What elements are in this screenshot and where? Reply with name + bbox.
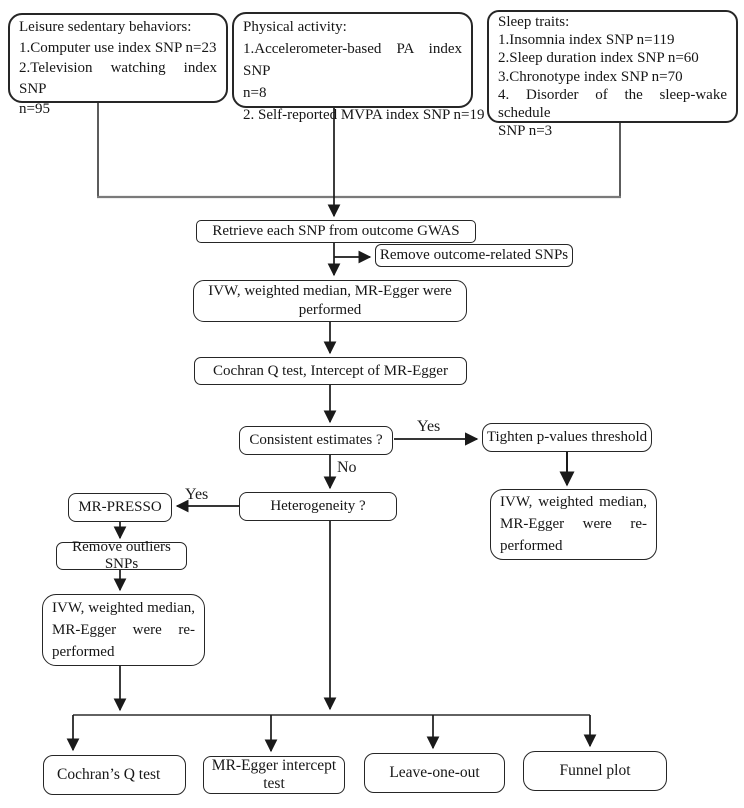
physical-line: Physical activity: (243, 19, 347, 35)
node-ivw-reperformed-right: IVW, weighted median, MR-Egger were re- … (490, 489, 657, 560)
node-ivw-performed: IVW, weighted median, MR-Egger were perf… (193, 280, 467, 322)
node-tighten-p-values: Tighten p-values threshold (482, 423, 652, 452)
node-funnel-plot: Funnel plot (523, 751, 667, 791)
physical-line: 1.Accelerometer-based PA index SNP (243, 41, 462, 79)
sleep-line: 3.Chronotype index SNP n=70 (498, 68, 683, 85)
edge-label-yes-tighten: Yes (417, 418, 441, 435)
leisure-line: Leisure sedentary behaviors: (19, 19, 192, 35)
leisure-line: 2.Television watching index SNP (19, 60, 217, 97)
physical-line: n=8 (243, 85, 267, 101)
node-retrieve-snp-outcome-gwas: Retrieve each SNP from outcome GWAS (196, 220, 476, 243)
node-mr-egger-intercept-test: MR-Egger intercept test (203, 756, 345, 794)
node-cochrans-q-test: Cochran’s Q test (43, 755, 186, 795)
sleep-line: Sleep traits: (498, 14, 570, 30)
ivw-reperformed-line: IVW, weighted median, (500, 494, 647, 510)
node-physical-activity: Physical activity: 1.Accelerometer-based… (232, 12, 485, 123)
edge-label-yes-presso: Yes (185, 486, 209, 503)
ivw-reperformed-line: MR-Egger were re- (500, 516, 647, 532)
node-leave-one-out: Leave-one-out (364, 753, 505, 793)
node-heterogeneity: Heterogeneity ? (239, 492, 397, 521)
node-leisure-sedentary-behaviors: Leisure sedentary behaviors: 1.Computer … (8, 13, 228, 117)
ivw-performed-line: IVW, weighted median, MR-Egger were (208, 283, 452, 299)
node-ivw-reperformed-left: IVW, weighted median, MR-Egger were re- … (42, 594, 205, 666)
sleep-line: 1.Insomnia index SNP n=119 (498, 32, 675, 49)
ivw-performed-line: performed (298, 302, 362, 318)
node-cochran-q-intercept: Cochran Q test, Intercept of MR-Egger (194, 357, 467, 385)
physical-line: 2. Self-reported MVPA index SNP n=19 (243, 107, 485, 123)
node-remove-outcome-related-snps: Remove outcome-related SNPs (375, 244, 573, 267)
sleep-line: SNP n=3 (498, 123, 553, 140)
ivw-reperformed-line: MR-Egger were re- (52, 622, 195, 638)
sleep-line: 2.Sleep duration index SNP n=60 (498, 50, 699, 67)
node-sleep-traits: Sleep traits: 1.Insomnia index SNP n=119… (487, 10, 738, 139)
node-mr-presso: MR-PRESSO (68, 493, 172, 522)
edge-label-no: No (337, 459, 357, 476)
node-consistent-estimates: Consistent estimates ? (239, 426, 393, 455)
ivw-reperformed-line: IVW, weighted median, (52, 600, 195, 616)
sleep-line: 4. Disorder of the sleep-wake schedule (498, 86, 727, 122)
node-remove-outliers-snps: Remove outliers SNPs (56, 539, 187, 572)
ivw-reperformed-line: performed (500, 538, 563, 554)
leisure-line: n=95 (19, 101, 50, 117)
leisure-line: 1.Computer use index SNP n=23 (19, 39, 217, 56)
ivw-reperformed-line: performed (52, 644, 115, 660)
